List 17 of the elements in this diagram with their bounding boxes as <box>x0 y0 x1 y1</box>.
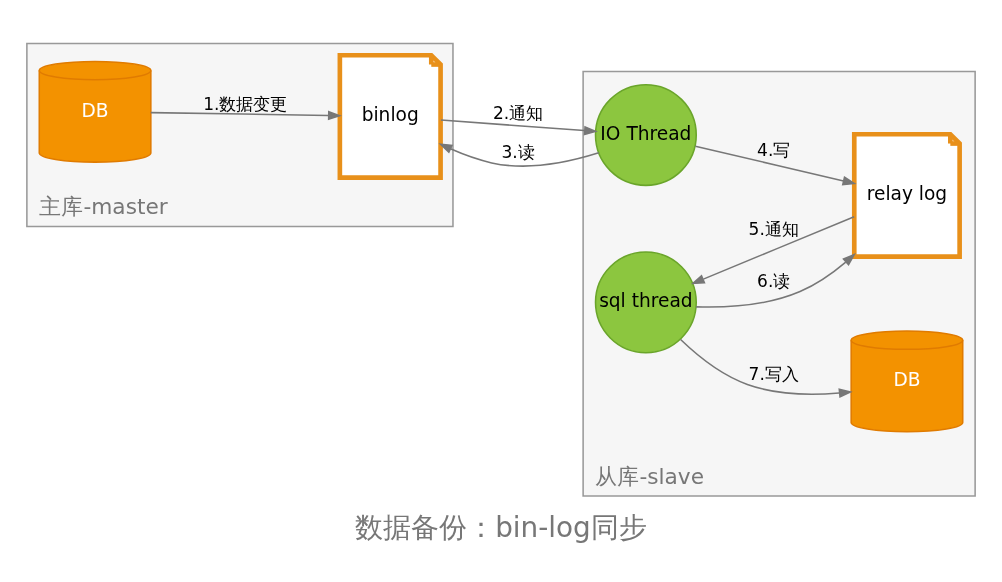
arrow <box>690 215 855 284</box>
edge-label: 7.写入 <box>748 363 799 384</box>
edge-label: 3.读 <box>501 141 535 162</box>
arrow <box>679 338 853 398</box>
node-circle: IO Thread <box>594 83 697 186</box>
arrow <box>150 110 342 120</box>
caption: 数据备份：bin-log同步 <box>355 510 647 544</box>
edge-label: 1.数据变更 <box>203 93 288 114</box>
arrow <box>695 252 856 308</box>
arrow <box>694 144 857 186</box>
edge-label: 2.通知 <box>492 102 544 123</box>
edge-label: 6.读 <box>757 270 791 291</box>
arrow <box>440 118 598 135</box>
edge-label: 4.写 <box>757 139 791 160</box>
node-circle: sql thread <box>594 250 697 353</box>
edge-label: 5.通知 <box>748 218 799 239</box>
arrow <box>438 142 600 167</box>
